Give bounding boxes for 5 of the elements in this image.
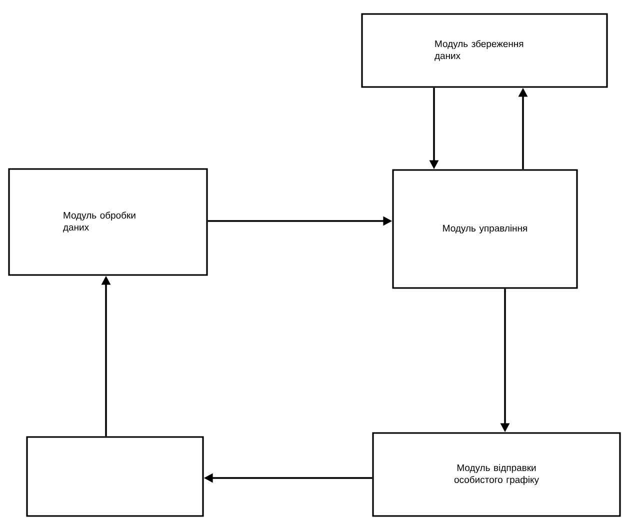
- module-box: Модуль відправки особистого графіку: [372, 432, 621, 517]
- module-box: Модуль обробки даних: [8, 168, 208, 276]
- empty-box: [26, 436, 204, 517]
- module-box: Модуль збереження даних: [361, 13, 608, 88]
- module-box: Модуль управління: [392, 169, 578, 289]
